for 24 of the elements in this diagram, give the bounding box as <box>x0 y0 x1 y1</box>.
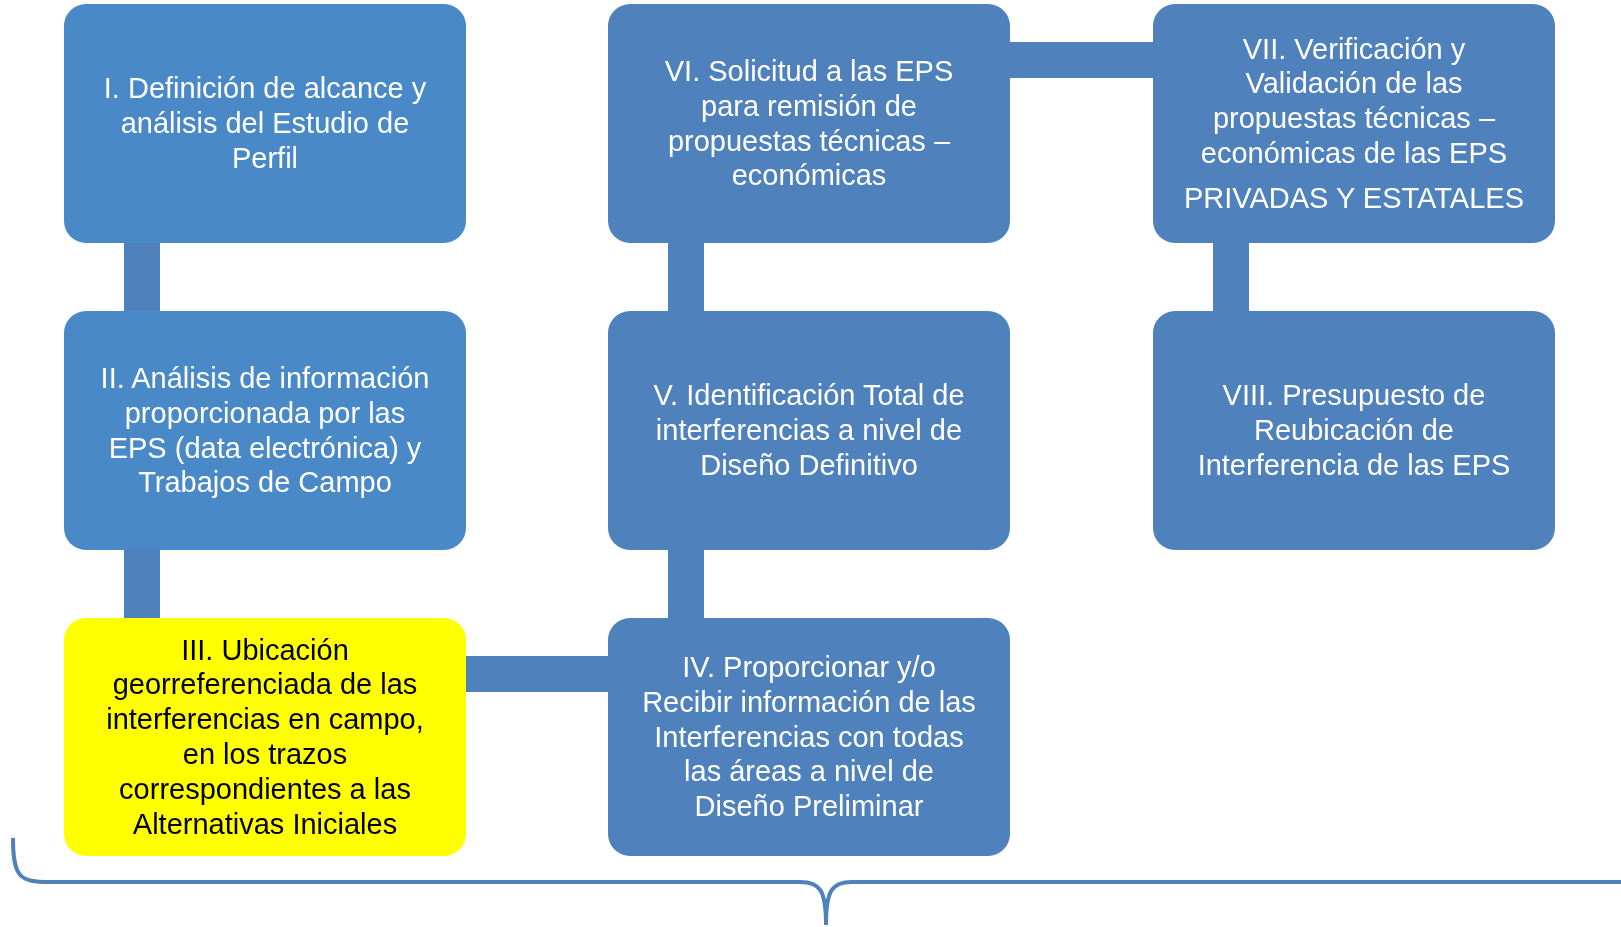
connector-bar <box>124 243 160 311</box>
step-text: I. Definición de alcance y análisis del Estudio de Perfil <box>102 71 428 176</box>
connector-bar <box>1213 243 1249 311</box>
process-box <box>608 618 1010 856</box>
step-text: IV. Proporcionar y/o Recibir información de las Interferencias con todas las áreas a nivel de Diseño Preliminar <box>641 650 977 824</box>
connector-bar <box>1010 42 1153 78</box>
connector-bar <box>466 656 608 692</box>
step-text: III. Ubicación georreferenciada de las interferencias en campo, en los trazos correspondientes a las Alternativas Iniciales <box>105 632 425 842</box>
step-subtext: PRIVADAS Y ESTATALES <box>1183 180 1525 216</box>
process-box <box>64 4 466 243</box>
process-box <box>64 618 466 856</box>
process-box <box>608 4 1010 243</box>
connector-bar <box>668 243 704 311</box>
step-text: VIII. Presupuesto de Reubicación de Interferencia de las EPS <box>1196 378 1512 483</box>
step-text: V. Identificación Total de interferencias a nivel de Diseño Definitivo <box>652 378 966 483</box>
step-text: VII. Verificación y Validación de las propuestas técnicas – económicas de las EPS <box>1199 31 1509 171</box>
process-box <box>1153 4 1555 243</box>
step-text: II. Análisis de información proporcionada por las EPS (data electrónica) y Trabajos de Campo <box>99 360 431 501</box>
process-box <box>608 311 1010 550</box>
connector-bar <box>668 550 704 618</box>
process-box <box>1153 311 1555 550</box>
step-text: VI. Solicitud a las EPS para remisión de propuestas técnicas – económicas <box>663 53 955 194</box>
connector-bar <box>124 550 160 618</box>
process-box <box>64 311 466 550</box>
